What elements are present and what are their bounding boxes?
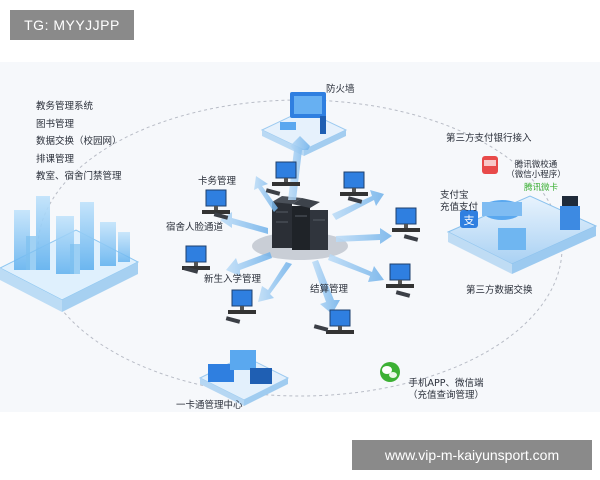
- list-item: 教务管理系统: [36, 101, 94, 112]
- bank-access-label: 第三方支付银行接入: [446, 133, 532, 144]
- alipay-label: 支付宝 充值支付: [440, 190, 479, 213]
- tencent-campus-label: 腾讯微校通 （微信小程序）: [506, 160, 566, 180]
- third-party-data-label: 第三方数据交换: [466, 285, 533, 296]
- freshman-label: 新生入学管理: [204, 274, 262, 285]
- dorm-face-label: 宿舍人脸通道: [166, 222, 224, 233]
- settlement-label: 结算管理: [310, 284, 349, 295]
- client-monitors: [182, 161, 420, 334]
- central-server-icon: [252, 196, 348, 260]
- firewall-label: 防火墙: [326, 84, 355, 95]
- keyboard-shapes: [183, 188, 419, 332]
- wechat-icon: [380, 362, 400, 382]
- smart-campus-city-icon: [0, 196, 140, 312]
- campus-systems-list: 教务管理系统 图书管理 数据交换（校园网） 排课管理 教室、宿舍门禁管理: [36, 98, 122, 186]
- one-card-center-label: 一卡通管理中心: [176, 400, 243, 411]
- mobile-app-label: 手机APP、微信端 （充值查询管理）: [407, 378, 484, 401]
- tencent-card-badge: 腾讯微卡: [524, 183, 559, 193]
- top-watermark: TG: MYYJJPP: [10, 10, 134, 40]
- list-item: 教室、宿舍门禁管理: [36, 171, 122, 182]
- one-card-center-icon: [198, 350, 290, 406]
- list-item: 排课管理: [36, 153, 75, 165]
- list-item: 图书管理: [36, 118, 75, 130]
- list-item: 数据交换（校园网）: [36, 136, 122, 147]
- svg-text:支: 支: [464, 214, 475, 227]
- third-party-platform-icon: 支: [446, 156, 598, 274]
- bottom-watermark: www.vip-m-kaiyunsport.com: [352, 440, 592, 470]
- firewall-icon: [260, 92, 348, 156]
- card-mgmt-label: 卡务管理: [198, 176, 237, 187]
- data-flow-arrows: [220, 136, 392, 314]
